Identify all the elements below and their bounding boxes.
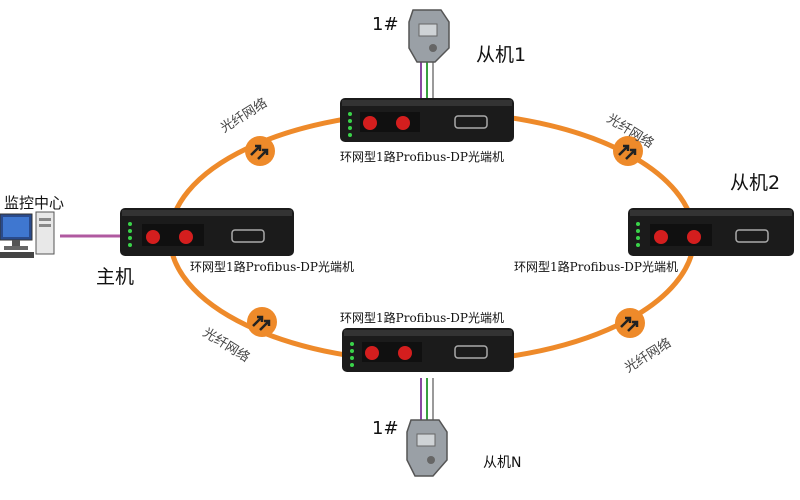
connector-top-label: 1#: [372, 14, 399, 35]
master-label: 主机: [96, 266, 135, 288]
device-right: [628, 208, 794, 256]
arrow-badge-icon: [247, 307, 277, 337]
arrow-badge-icon: [245, 136, 275, 166]
slaveN-label: 从机N: [483, 455, 522, 471]
device-left-label: 环网型1路Profibus-DP光端机: [190, 260, 354, 274]
connector-bottom-label: 1#: [372, 418, 399, 439]
cable-top: [420, 58, 434, 98]
device-left: [120, 208, 294, 256]
device-right-label: 环网型1路Profibus-DP光端机: [514, 260, 678, 274]
profibus-connector-icon: [408, 9, 450, 63]
profibus-connector-icon: [406, 419, 448, 477]
device-bottom: [342, 328, 514, 372]
control-center-label: 监控中心: [4, 194, 65, 212]
device-top: [340, 98, 514, 142]
device-bottom-label: 环网型1路Profibus-DP光端机: [340, 311, 504, 325]
slave2-label: 从机2: [730, 172, 781, 194]
cable-bottom: [420, 378, 434, 420]
arrow-badge-icon: [615, 308, 645, 338]
computer-icon: [0, 211, 55, 258]
device-top-label: 环网型1路Profibus-DP光端机: [340, 150, 504, 164]
arrow-badge-icon: [613, 136, 643, 166]
slave1-label: 从机1: [476, 44, 527, 66]
